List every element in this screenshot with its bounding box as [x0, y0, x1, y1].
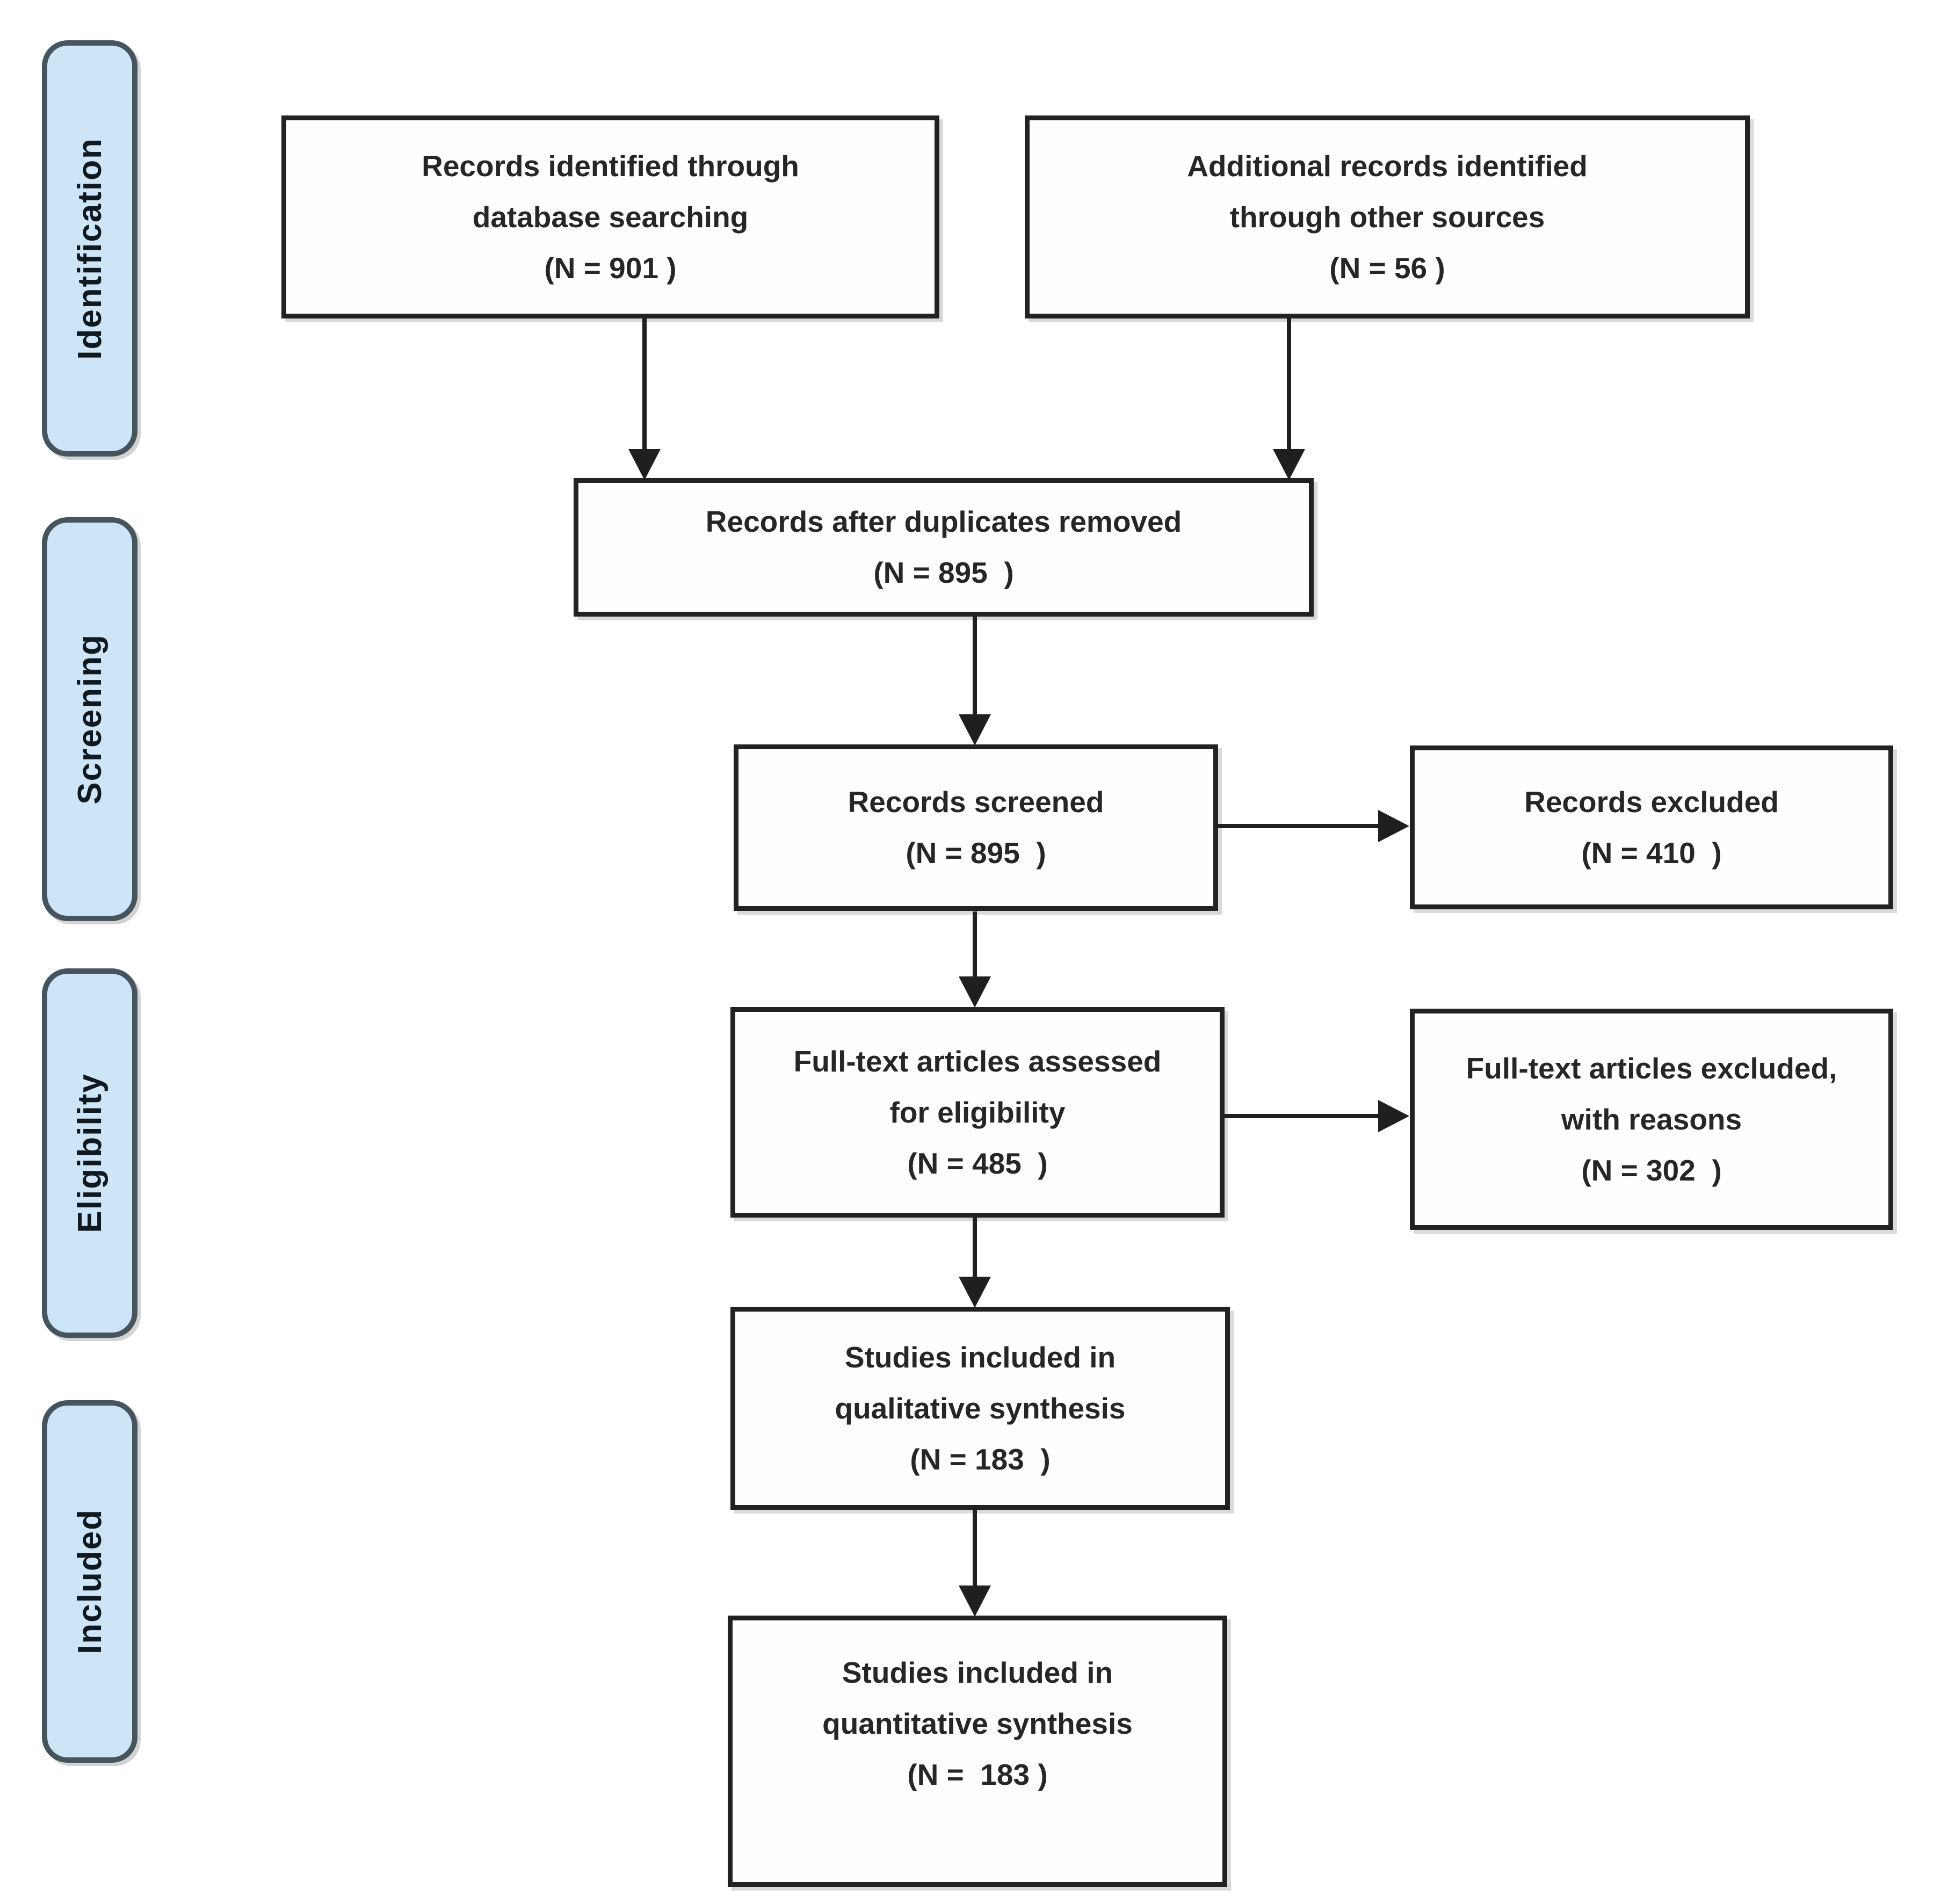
arrow-screened-to-fulltext-line [973, 911, 977, 978]
box-fulltext-excluded-count: (N = 302 ) [1581, 1153, 1722, 1187]
box-records-excluded: Records excluded (N = 410 ) [1410, 745, 1893, 909]
box-records-screened: Records screened (N = 895 ) [734, 744, 1218, 911]
stage-screening-label: Screening [71, 634, 108, 805]
arrow-duplicates-to-screened-line [973, 617, 977, 716]
box-qualitative-synthesis: Studies included in qualitative synthesi… [730, 1307, 1230, 1510]
arrow-qualitative-to-quantitative-line [973, 1510, 977, 1587]
stage-identification-label: Identification [71, 137, 108, 360]
box-duplicates-removed-count: (N = 895 ) [873, 556, 1014, 589]
arrow-additional-to-duplicates-head [1273, 449, 1305, 480]
arrow-screened-to-excluded-head [1378, 810, 1409, 842]
box-records-identified-count: (N = 901 ) [544, 251, 677, 285]
box-additional-records: Additional records identified through ot… [1025, 115, 1750, 318]
box-fulltext-assessed-label: Full-text articles assessed for eligibil… [793, 1044, 1162, 1129]
stage-eligibility: Eligibility [42, 968, 137, 1338]
box-duplicates-removed-label: Records after duplicates removed [705, 505, 1182, 538]
box-records-excluded-count: (N = 410 ) [1581, 836, 1722, 870]
arrow-duplicates-to-screened-head [959, 714, 991, 745]
box-records-excluded-label: Records excluded [1524, 785, 1779, 819]
stage-included: Included [42, 1400, 137, 1763]
box-records-screened-count: (N = 895 ) [906, 836, 1046, 870]
arrow-screened-to-excluded-line [1218, 824, 1380, 828]
arrow-additional-to-duplicates-line [1287, 318, 1291, 450]
box-records-screened-label: Records screened [848, 785, 1104, 819]
box-quantitative-synthesis: Studies included in quantitative synthes… [728, 1616, 1227, 1887]
box-quantitative-synthesis-label: Studies included in quantitative synthes… [822, 1656, 1133, 1740]
arrow-fulltext-to-excluded-line [1225, 1114, 1379, 1118]
box-fulltext-assessed: Full-text articles assessed for eligibil… [730, 1007, 1225, 1218]
box-qualitative-synthesis-count: (N = 183 ) [910, 1442, 1051, 1476]
box-fulltext-excluded-label: Full-text articles excluded, with reason… [1466, 1051, 1837, 1136]
stage-eligibility-label: Eligibility [71, 1073, 108, 1233]
arrow-fulltext-to-qualitative-line [973, 1218, 977, 1278]
arrow-qualitative-to-quantitative-head [959, 1586, 991, 1617]
arrow-fulltext-to-excluded-head [1378, 1100, 1409, 1132]
box-additional-records-count: (N = 56 ) [1329, 251, 1445, 285]
stage-included-label: Included [71, 1509, 108, 1654]
box-fulltext-excluded: Full-text articles excluded, with reason… [1410, 1009, 1893, 1230]
box-additional-records-label: Additional records identified through ot… [1187, 149, 1588, 234]
box-fulltext-assessed-count: (N = 485 ) [907, 1146, 1048, 1180]
arrow-identified-to-duplicates-head [628, 449, 661, 480]
arrow-fulltext-to-qualitative-head [959, 1277, 991, 1308]
box-duplicates-removed: Records after duplicates removed (N = 89… [574, 478, 1314, 617]
box-qualitative-synthesis-label: Studies included in qualitative synthesi… [835, 1340, 1126, 1425]
arrow-identified-to-duplicates-line [642, 318, 647, 450]
stage-identification: Identification [42, 40, 137, 457]
stage-screening: Screening [42, 517, 137, 921]
box-records-identified: Records identified through database sear… [281, 115, 939, 318]
arrow-screened-to-fulltext-head [959, 976, 991, 1008]
box-records-identified-label: Records identified through database sear… [422, 149, 799, 234]
box-quantitative-synthesis-count: (N = 183 ) [907, 1758, 1048, 1791]
